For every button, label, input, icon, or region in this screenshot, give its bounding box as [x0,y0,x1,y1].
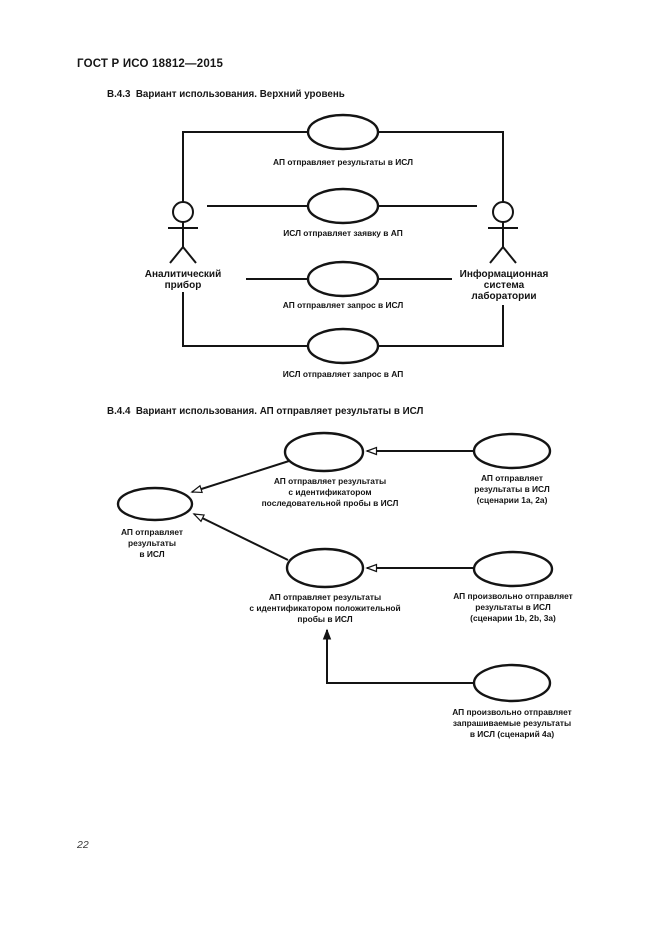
uc-send-order-ellipse [306,187,380,225]
actor-leg-icon [489,246,504,264]
uc-isl-query-label: ИСЛ отправляет запрос в АП [283,369,403,379]
actor-leg-icon [169,246,184,264]
root-use-case-label-line: АП отправляет [121,527,183,537]
actor-right-label-line: лаборатории [471,290,536,302]
pos-id-use-case-ellipse [285,547,365,589]
uc-ap-query-ellipse [306,260,380,298]
scenario-1a2a-label-line: АП отправляет [481,473,543,483]
section-heading-b43: В.4.3 Вариант использования. Верхний уро… [107,89,345,100]
seq-id-use-case-ellipse [283,431,365,473]
generalization-arrow-pos-to-root [194,513,289,561]
use-case-diagram-top-level: АП отправляет результаты в ИСЛ ИСЛ отпра… [145,113,549,379]
scenario-1b2b3a-label-line: результаты в ИСЛ [475,602,551,612]
scenario-1a2a-ellipse [472,432,552,470]
page-number: 22 [77,839,89,851]
actor-analytical-instrument-icon [168,201,198,264]
actor-head-icon [492,201,514,223]
seq-id-use-case-label-line: последовательной пробы в ИСЛ [262,498,399,508]
document-title: ГОСТ Р ИСО 18812—2015 [77,58,224,70]
pos-id-use-case-label-line: АП отправляет результаты [269,592,381,602]
root-use-case-label-line: в ИСЛ [139,549,164,559]
scenario-1b2b3a-ellipse [472,550,554,588]
seq-id-use-case-label-line: АП отправляет результаты [274,476,386,486]
section-heading-b44: В.4.4 Вариант использования. АП отправля… [107,406,424,417]
actor-lab-information-system-icon [488,201,518,264]
scenario-1a2a-label-line: результаты в ИСЛ [474,484,550,494]
uc-send-order-label: ИСЛ отправляет заявку в АП [283,228,402,238]
actor-head-icon [172,201,194,223]
root-use-case-label-line: результаты [128,538,176,548]
association-line-bottom-left [182,292,308,347]
scenario-4a-label-line: запрашиваемые результаты [453,718,571,728]
uc-send-results-label: АП отправляет результаты в ИСЛ [273,157,413,167]
association-line-top-right [378,131,504,203]
seq-id-use-case-label-line: с идентификатором [288,487,371,497]
scenario-1b2b3a-label-line: АП произвольно отправляет [453,591,573,601]
uc-send-results-ellipse [306,113,380,151]
arrow-scenario4a-to-pos [322,628,474,684]
scenario-4a-label-line: в ИСЛ (сценарий 4а) [470,729,555,739]
scenario-1a2a-label-line: (сценарии 1а, 2а) [477,495,548,505]
use-case-diagram-ap-sends-results: АП отправляет результаты в ИСЛ АП отправ… [116,431,573,739]
pos-id-use-case-label-line: с идентификатором положительной [249,603,400,613]
root-use-case-ellipse [116,486,194,522]
pos-id-use-case-label-line: пробы в ИСЛ [297,614,352,624]
scenario-1b2b3a-label-line: (сценарии 1b, 2b, 3а) [470,613,556,623]
actor-right-label-line: Информационная [460,268,549,280]
scenario-4a-label-line: АП произвольно отправляет [452,707,572,717]
uc-ap-query-label: АП отправляет запрос в ИСЛ [283,300,404,310]
association-line-bottom-right [378,305,504,347]
generalization-arrow-seq-to-root [192,460,290,492]
actor-left-label-line: Аналитический [145,269,221,280]
actor-right-label-line: система [484,280,525,291]
uc-isl-query-ellipse [306,327,380,365]
association-line-top-left [182,131,308,203]
actor-leg-icon [502,246,517,264]
scenario-4a-ellipse [472,663,552,703]
actor-leg-icon [182,246,197,264]
actor-left-label-line: прибор [165,279,202,291]
